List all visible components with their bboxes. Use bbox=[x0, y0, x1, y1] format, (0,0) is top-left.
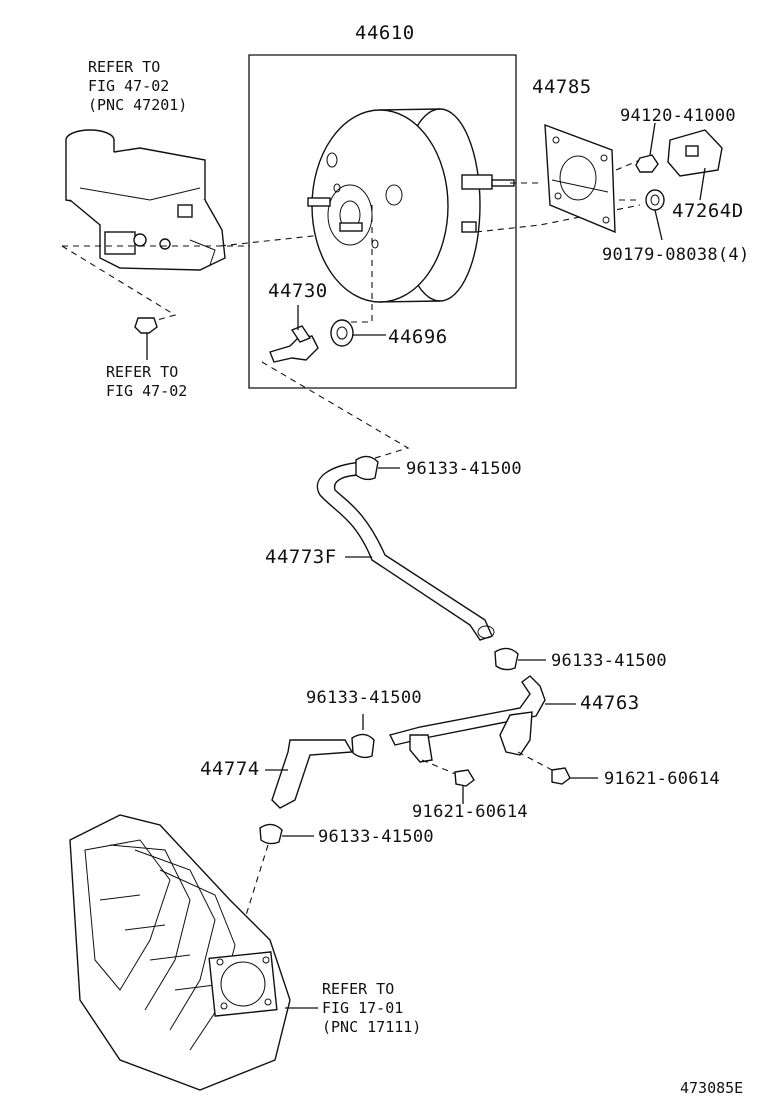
clip-4-illustration bbox=[259, 823, 314, 845]
part-label-clip-1: 96133-41500 bbox=[406, 459, 522, 479]
master-cylinder-illustration bbox=[65, 129, 226, 271]
part-label-clip-4: 96133-41500 bbox=[318, 827, 434, 847]
part-label-clip-2: 96133-41500 bbox=[551, 651, 667, 671]
hose-f-illustration bbox=[316, 461, 495, 641]
part-label-hose-f: 44773F bbox=[265, 546, 337, 568]
part-label-nut-upper: 94120-41000 bbox=[620, 106, 736, 126]
ref-line: REFER TO bbox=[106, 363, 179, 381]
gasket-plate-illustration bbox=[544, 123, 616, 234]
bolt-2-illustration bbox=[551, 767, 598, 785]
ref-line: (PNC 47201) bbox=[88, 96, 188, 114]
ref-line: FIG 47-02 bbox=[88, 77, 170, 95]
nut-upper-illustration bbox=[635, 122, 659, 173]
part-label-pipe: 44763 bbox=[580, 692, 640, 714]
intake-manifold-illustration bbox=[69, 814, 318, 1091]
part-label-hose: 44774 bbox=[200, 758, 260, 780]
part-label-booster: 44610 bbox=[355, 22, 415, 44]
ref-intake-manifold: REFER TO FIG 17-01 (PNC 17111) bbox=[322, 980, 421, 1037]
bolt-1-illustration bbox=[454, 769, 475, 804]
ref-line: (PNC 17111) bbox=[322, 1018, 422, 1036]
ref-master-cylinder: REFER TO FIG 47-02 (PNC 47201) bbox=[88, 58, 187, 115]
pipe-illustration bbox=[388, 675, 576, 763]
diagram-code: 473085E bbox=[680, 1079, 744, 1097]
clip-1-illustration bbox=[355, 455, 400, 481]
part-label-gasket-plate: 44785 bbox=[532, 76, 592, 98]
ref-line: FIG 47-02 bbox=[106, 382, 188, 400]
clip-2-illustration bbox=[494, 647, 546, 671]
check-valve-illustration bbox=[269, 305, 319, 363]
brake-booster-illustration bbox=[307, 108, 515, 303]
ref-master-cylinder-nut: REFER TO FIG 47-02 bbox=[106, 363, 187, 401]
ref-line: REFER TO bbox=[88, 58, 161, 76]
part-label-nut-lower: 90179-08038(4) bbox=[602, 245, 750, 265]
bracket-illustration bbox=[667, 129, 723, 201]
nut-lower-illustration bbox=[645, 189, 665, 241]
part-label-clip-3: 96133-41500 bbox=[306, 688, 422, 708]
part-label-bolt-2: 91621-60614 bbox=[604, 769, 720, 789]
part-label-grommet: 44696 bbox=[388, 326, 448, 348]
part-label-check-valve: 44730 bbox=[268, 280, 328, 302]
master-cylinder-nut bbox=[134, 317, 158, 360]
part-label-bolt-1: 91621-60614 bbox=[412, 802, 528, 822]
part-label-bracket: 47264D bbox=[672, 200, 744, 222]
ref-line: FIG 17-01 bbox=[322, 999, 404, 1017]
clip-3-illustration bbox=[351, 714, 375, 759]
booster-group-frame bbox=[248, 54, 517, 389]
hose-illustration bbox=[271, 739, 354, 809]
ref-line: REFER TO bbox=[322, 980, 395, 998]
grommet-illustration bbox=[330, 319, 386, 347]
